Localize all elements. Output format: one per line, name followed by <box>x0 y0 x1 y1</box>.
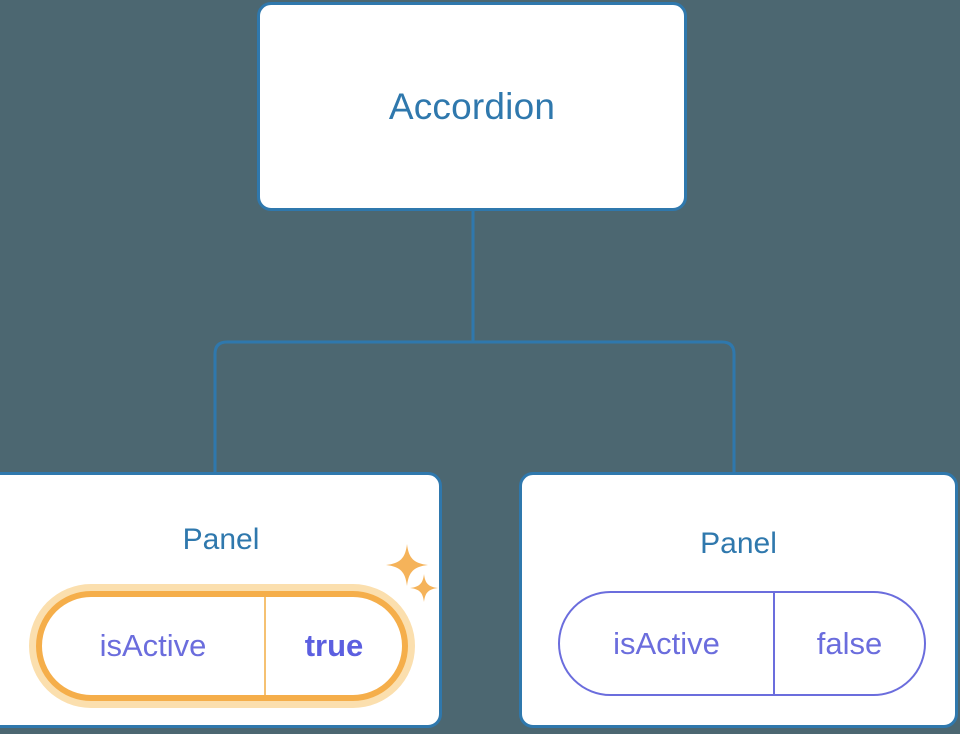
connector-branch-right <box>473 340 736 473</box>
node-panel-inactive-label: Panel <box>700 527 777 560</box>
node-accordion[interactable]: Accordion <box>257 2 687 211</box>
node-panel-active-label: Panel <box>182 523 260 556</box>
prop-value-label: false <box>816 625 883 661</box>
prop-pill-isactive-false[interactable]: isActive false <box>558 591 926 696</box>
node-panel-active[interactable]: Panel isActive true <box>0 472 442 728</box>
node-accordion-label: Accordion <box>388 86 556 127</box>
prop-key-label: isActive <box>42 597 266 695</box>
prop-key-label: isActive <box>560 593 775 694</box>
connector-branch-left <box>213 340 473 473</box>
node-panel-inactive[interactable]: Panel isActive false <box>519 472 958 728</box>
prop-value-label: true <box>304 628 364 663</box>
prop-pill-isactive-true[interactable]: isActive true <box>36 591 408 701</box>
